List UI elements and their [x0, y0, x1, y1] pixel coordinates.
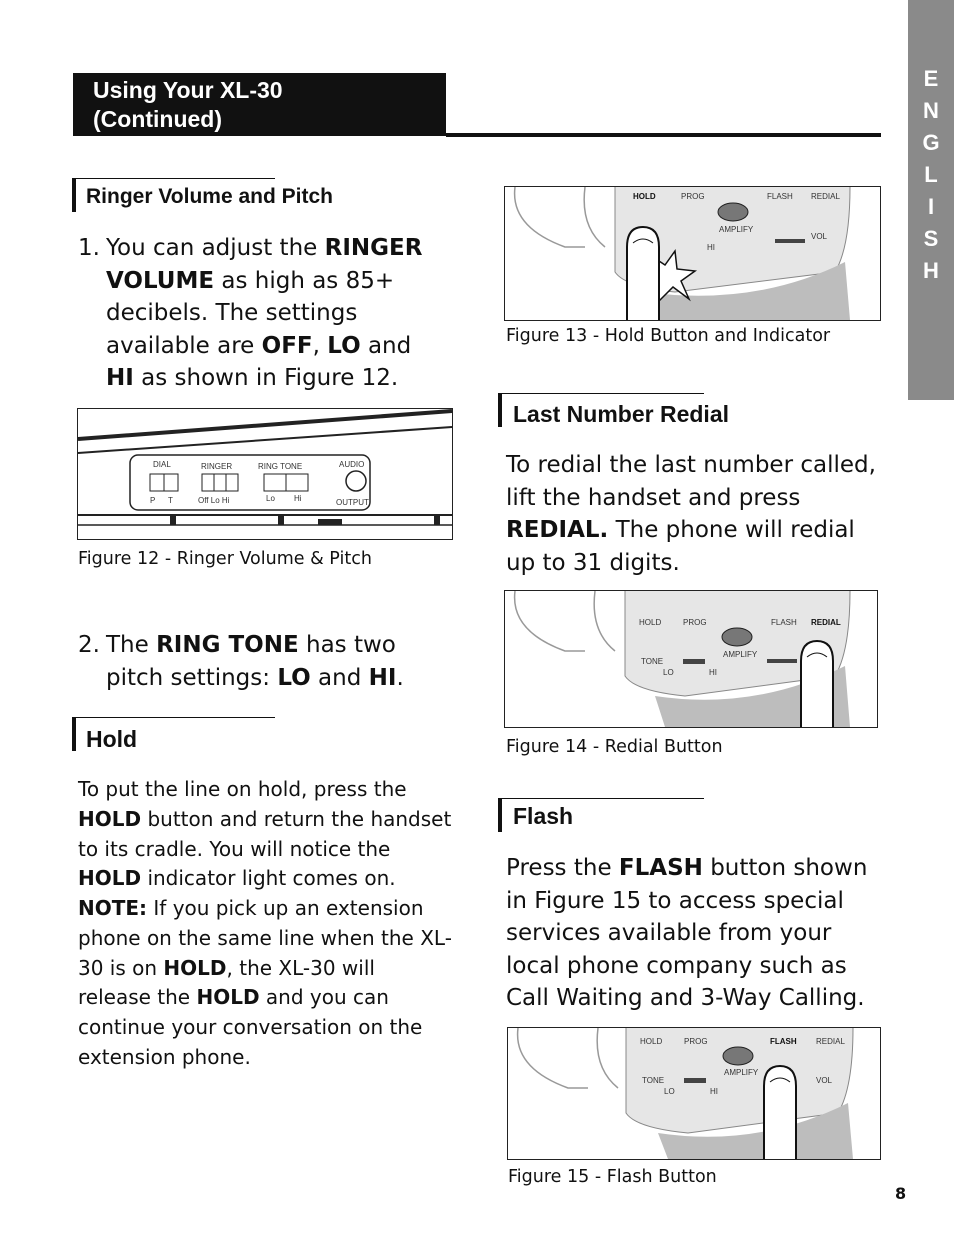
- fig12-ring-tone-label: RING TONE: [258, 462, 302, 471]
- fig15-redial-label: REDIAL: [816, 1037, 845, 1046]
- page-number: 8: [895, 1184, 907, 1203]
- fig12-ring-tone-hi: Hi: [294, 494, 302, 503]
- fig14-prog-label: PROG: [683, 618, 707, 627]
- fig14-hi-label: HI: [709, 668, 717, 677]
- page-title-line2: (Continued): [93, 106, 223, 132]
- fig14-amplify-label: AMPLIFY: [723, 650, 758, 659]
- fig15-hold-label: HOLD: [640, 1037, 662, 1046]
- fig15-tone-label: TONE: [642, 1076, 664, 1085]
- fig12-dial-label: DIAL: [153, 460, 171, 469]
- figure-14-illustration: HOLD PROG FLASH REDIAL AMPLIFY TONE LO H…: [504, 590, 878, 728]
- side-tab-letter: E: [923, 66, 939, 91]
- section-rule: [72, 178, 275, 179]
- redial-heading: Last Number Redial: [513, 401, 729, 427]
- fig14-hold-label: HOLD: [639, 618, 661, 627]
- side-tab-letter: N: [923, 98, 939, 123]
- hold-paragraph: To put the line on hold, press the HOLD …: [78, 777, 452, 891]
- section-rule: [498, 798, 704, 799]
- fig14-flash-label: FLASH: [771, 618, 797, 627]
- fig15-hi-label: HI: [710, 1087, 718, 1096]
- fig12-output-label: OUTPUT: [336, 498, 369, 507]
- header-rule: [446, 133, 881, 137]
- fig13-vol-label: VOL: [811, 232, 828, 241]
- fig12-audio-label: AUDIO: [339, 460, 364, 469]
- fig13-prog-label: PROG: [681, 192, 705, 201]
- fig12-ring-tone-lo: Lo: [266, 494, 275, 503]
- redial-paragraph: To redial the last number called, lift t…: [506, 452, 876, 576]
- figure-13-caption: Figure 13 - Hold Button and Indicator: [506, 326, 831, 346]
- fig13-hi-label: HI: [707, 243, 715, 252]
- figure-15-illustration: HOLD PROG FLASH REDIAL AMPLIFY TONE LO H…: [507, 1027, 881, 1160]
- flash-heading: Flash: [513, 803, 574, 829]
- fig13-hold-label: HOLD: [633, 192, 656, 201]
- ringer-heading: Ringer Volume and Pitch: [86, 185, 333, 208]
- fig15-amplify-label: AMPLIFY: [724, 1068, 759, 1077]
- section-rule: [72, 717, 275, 718]
- section-rule: [498, 393, 704, 394]
- figure-15-caption: Figure 15 - Flash Button: [508, 1167, 717, 1187]
- fig14-tone-label: TONE: [641, 657, 663, 666]
- section-marker: [72, 717, 76, 751]
- side-tab-letter: G: [922, 130, 940, 155]
- side-tab-letter: H: [923, 258, 939, 283]
- fig13-redial-label: REDIAL: [811, 192, 840, 201]
- list-number: 1.: [78, 235, 100, 261]
- figure-12-caption: Figure 12 - Ringer Volume & Pitch: [78, 549, 372, 569]
- fig12-dial-p: P: [150, 496, 155, 505]
- ringer-volume-paragraph: You can adjust the RINGER VOLUME as high…: [106, 235, 423, 391]
- fig13-amplify-label: AMPLIFY: [719, 225, 754, 234]
- section-marker: [498, 393, 502, 427]
- hold-heading: Hold: [86, 726, 138, 752]
- fig15-prog-label: PROG: [684, 1037, 708, 1046]
- fig15-flash-label: FLASH: [770, 1037, 797, 1046]
- list-number: 2.: [78, 632, 100, 658]
- fig15-lo-label: LO: [664, 1087, 675, 1096]
- flash-paragraph: Press the FLASH button shown in Figure 1…: [506, 855, 868, 1011]
- page-title-line1: Using Your XL-30: [93, 77, 283, 103]
- figure-14-caption: Figure 14 - Redial Button: [506, 737, 723, 757]
- section-header-bar: [73, 73, 446, 136]
- section-marker: [72, 178, 76, 212]
- fig13-flash-label: FLASH: [767, 192, 793, 201]
- side-tab-letter: S: [923, 226, 939, 251]
- hold-note: NOTE: If you pick up an extension phone …: [78, 896, 452, 1069]
- fig12-ringer-options: Off Lo Hi: [198, 496, 230, 505]
- fig12-dial-t: T: [168, 496, 173, 505]
- side-tab-letter: L: [924, 162, 938, 187]
- ring-tone-paragraph: The RING TONE has two pitch settings: LO…: [106, 632, 404, 691]
- fig15-vol-label: VOL: [816, 1076, 833, 1085]
- fig12-ringer-label: RINGER: [201, 462, 232, 471]
- fig14-redial-label: REDIAL: [811, 618, 841, 627]
- fig14-lo-label: LO: [663, 668, 674, 677]
- side-tab-letter: I: [927, 194, 935, 219]
- language-side-tab: E N G L I S H: [908, 0, 954, 400]
- figure-12-illustration: DIAL P T RINGER Off Lo Hi RING TONE Lo H…: [77, 408, 453, 540]
- section-marker: [498, 798, 502, 832]
- figure-13-illustration: HOLD PROG FLASH REDIAL AMPLIFY HI VOL: [504, 186, 881, 321]
- page-title: Using Your XL-30 (Continued): [93, 76, 283, 134]
